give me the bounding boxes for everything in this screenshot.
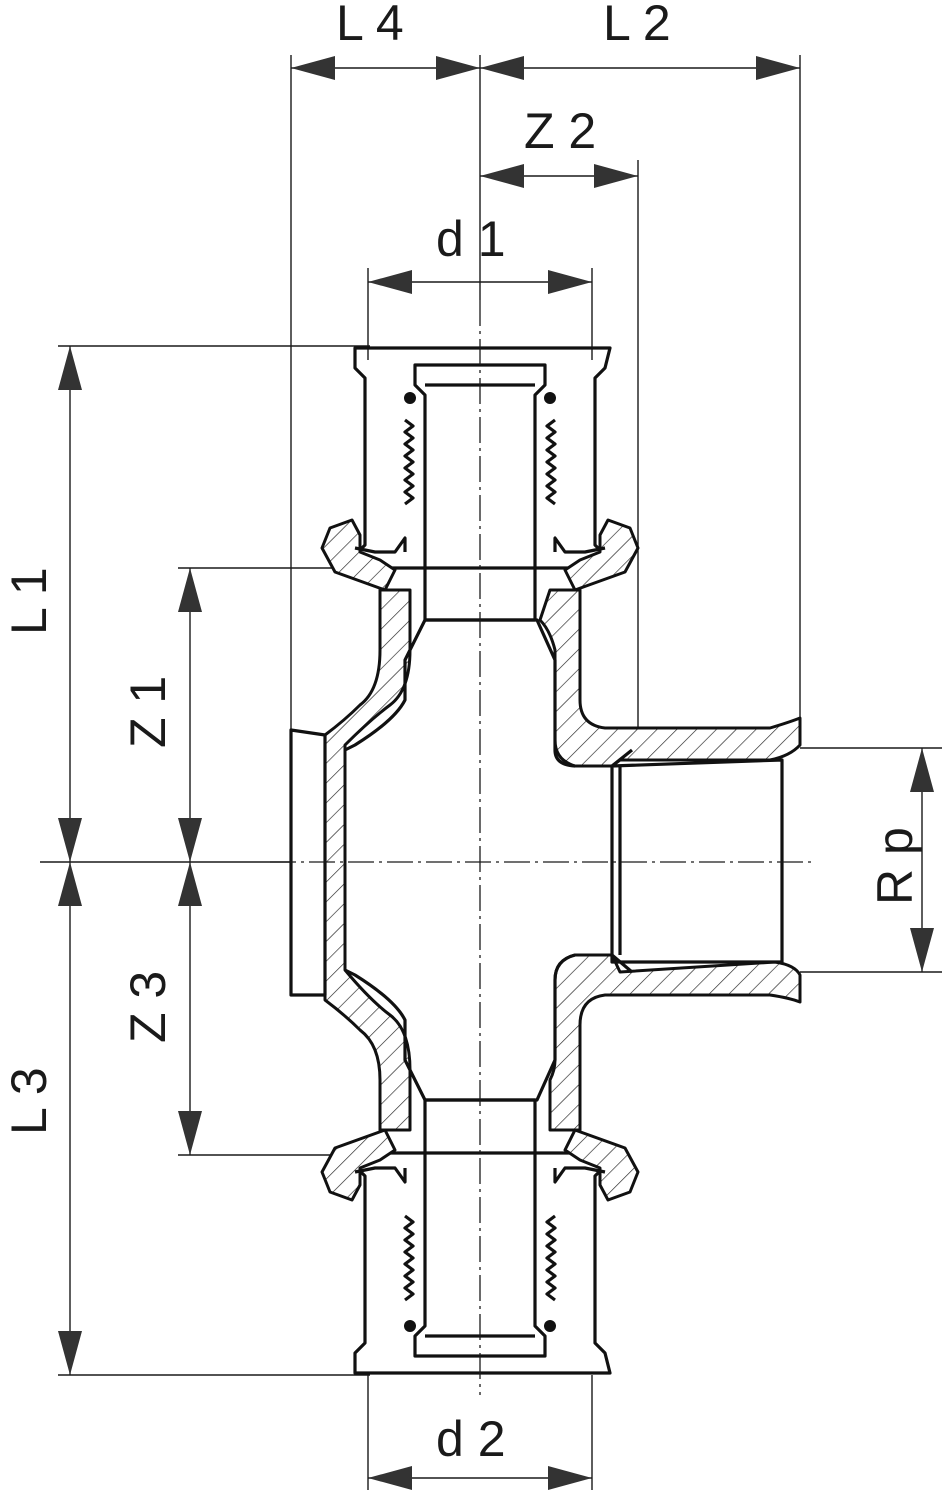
extension-lines (40, 55, 942, 1490)
arrow-z2-left (480, 164, 524, 188)
arrowheads (58, 56, 934, 1490)
arrow-d2-right (548, 1466, 592, 1490)
lower-press-end (320, 1098, 640, 1375)
label-rp: R p (867, 827, 923, 905)
label-z2: Z 2 (524, 103, 596, 159)
arrow-l4-left (291, 56, 335, 80)
arrow-d1-left (368, 270, 412, 294)
arrow-l4-right (436, 56, 480, 80)
arrow-d2-left (368, 1466, 412, 1490)
arrow-d1-right (548, 270, 592, 294)
arrow-l2-left (480, 56, 524, 80)
arrow-z1-bottom (178, 818, 202, 862)
arrow-l1-top (58, 346, 82, 390)
arrow-z3-top (178, 862, 202, 906)
label-d2: d 2 (436, 1411, 506, 1467)
dimension-lines (69, 67, 923, 1479)
label-z1: Z 1 (120, 676, 176, 748)
label-l1: L 1 (1, 567, 57, 635)
arrow-l3-bottom (58, 1331, 82, 1375)
arrow-l1-bottom (58, 818, 82, 862)
centre-lines (270, 300, 815, 1395)
arrow-l2-right (756, 56, 800, 80)
label-z3: Z 3 (120, 971, 176, 1043)
arrow-rp-bottom (910, 928, 934, 972)
dimension-labels: L 4 L 2 Z 2 d 1 d 2 L 1 Z 1 Z 3 L 3 R p (1, 0, 923, 1467)
fitting-body (289, 588, 802, 1132)
label-l4: L 4 (336, 0, 404, 51)
arrow-z2-right (594, 164, 638, 188)
arrow-z3-bottom (178, 1111, 202, 1155)
arrow-z1-top (178, 568, 202, 612)
upper-press-end (320, 346, 640, 622)
arrow-l3-top (58, 862, 82, 906)
label-d1: d 1 (436, 211, 506, 267)
label-l2: L 2 (603, 0, 671, 51)
label-l3: L 3 (1, 1067, 57, 1135)
arrow-rp-top (910, 748, 934, 792)
